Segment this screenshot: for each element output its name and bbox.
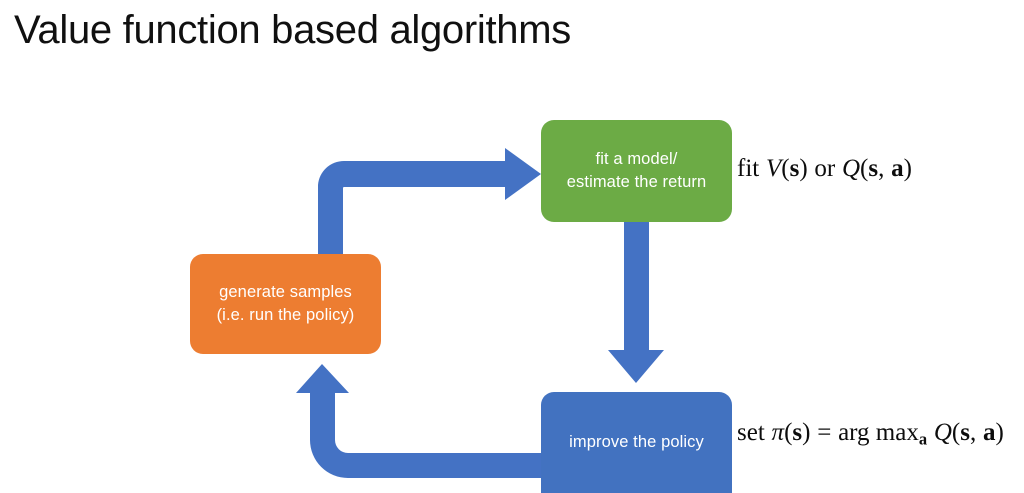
node-generate-samples[interactable]: generate samples (i.e. run the policy) [190,254,381,354]
page-title: Value function based algorithms [14,8,571,52]
annotation-set-open-paren-2: ( [951,419,961,446]
annotation-set-close-paren-1: ) [802,419,811,446]
annotation-fit-v-symbol: V [765,155,782,182]
node-fit-model-label-line2: estimate the return [566,173,707,191]
node-fit-model-label-line1: fit a model/ [595,150,678,168]
node-improve-policy[interactable]: improve the policy [541,392,732,493]
annotation-set-q-symbol: Q [933,419,952,446]
annotation-set-close-paren-2: ) [995,419,1004,446]
annotation-set-argmax-subscript: a [918,429,928,449]
arrow-fit-to-improve [608,222,664,383]
annotation-set-state-1: s [792,419,803,446]
annotation-fit-action-2: a [891,155,904,182]
annotation-fit-comma: , [878,155,885,182]
annotation-set-pi-symbol: π [771,419,785,446]
annotation-fit-or: or [814,155,836,182]
annotation-fit-q-symbol: Q [841,155,861,182]
annotation-set-open-paren-1: ( [784,419,793,446]
node-improve-policy-label-line1: improve the policy [569,433,704,451]
annotation-fit-open-paren-1: ( [781,155,790,182]
annotation-fit-value-functions: fit V(s) or Q(s, a) [737,155,912,183]
annotation-set-equals: = [817,419,832,446]
annotation-set-policy: set π(s) = arg maxa Q(s, a) [737,419,1004,450]
node-generate-samples-label-line2: (i.e. run the policy) [216,306,355,324]
annotation-fit-close-paren-2: ) [903,155,912,182]
annotation-fit-open-paren-2: ( [860,155,869,182]
annotation-set-argmax: arg max [838,419,919,446]
annotation-set-comma: , [969,419,977,446]
annotation-set-action-2: a [982,419,996,446]
annotation-set-state-2: s [960,419,970,446]
node-generate-samples-label-line1: generate samples [219,283,352,301]
annotation-fit-state-2: s [868,155,879,182]
arrow-samples-to-fit [318,148,541,260]
node-fit-model[interactable]: fit a model/ estimate the return [541,120,732,222]
annotation-fit-state-1: s [789,155,800,182]
arrow-improve-to-samples [296,364,541,478]
annotation-fit-prefix: fit [737,155,760,182]
annotation-fit-close-paren-1: ) [799,155,808,182]
annotation-set-prefix: set [737,419,765,446]
